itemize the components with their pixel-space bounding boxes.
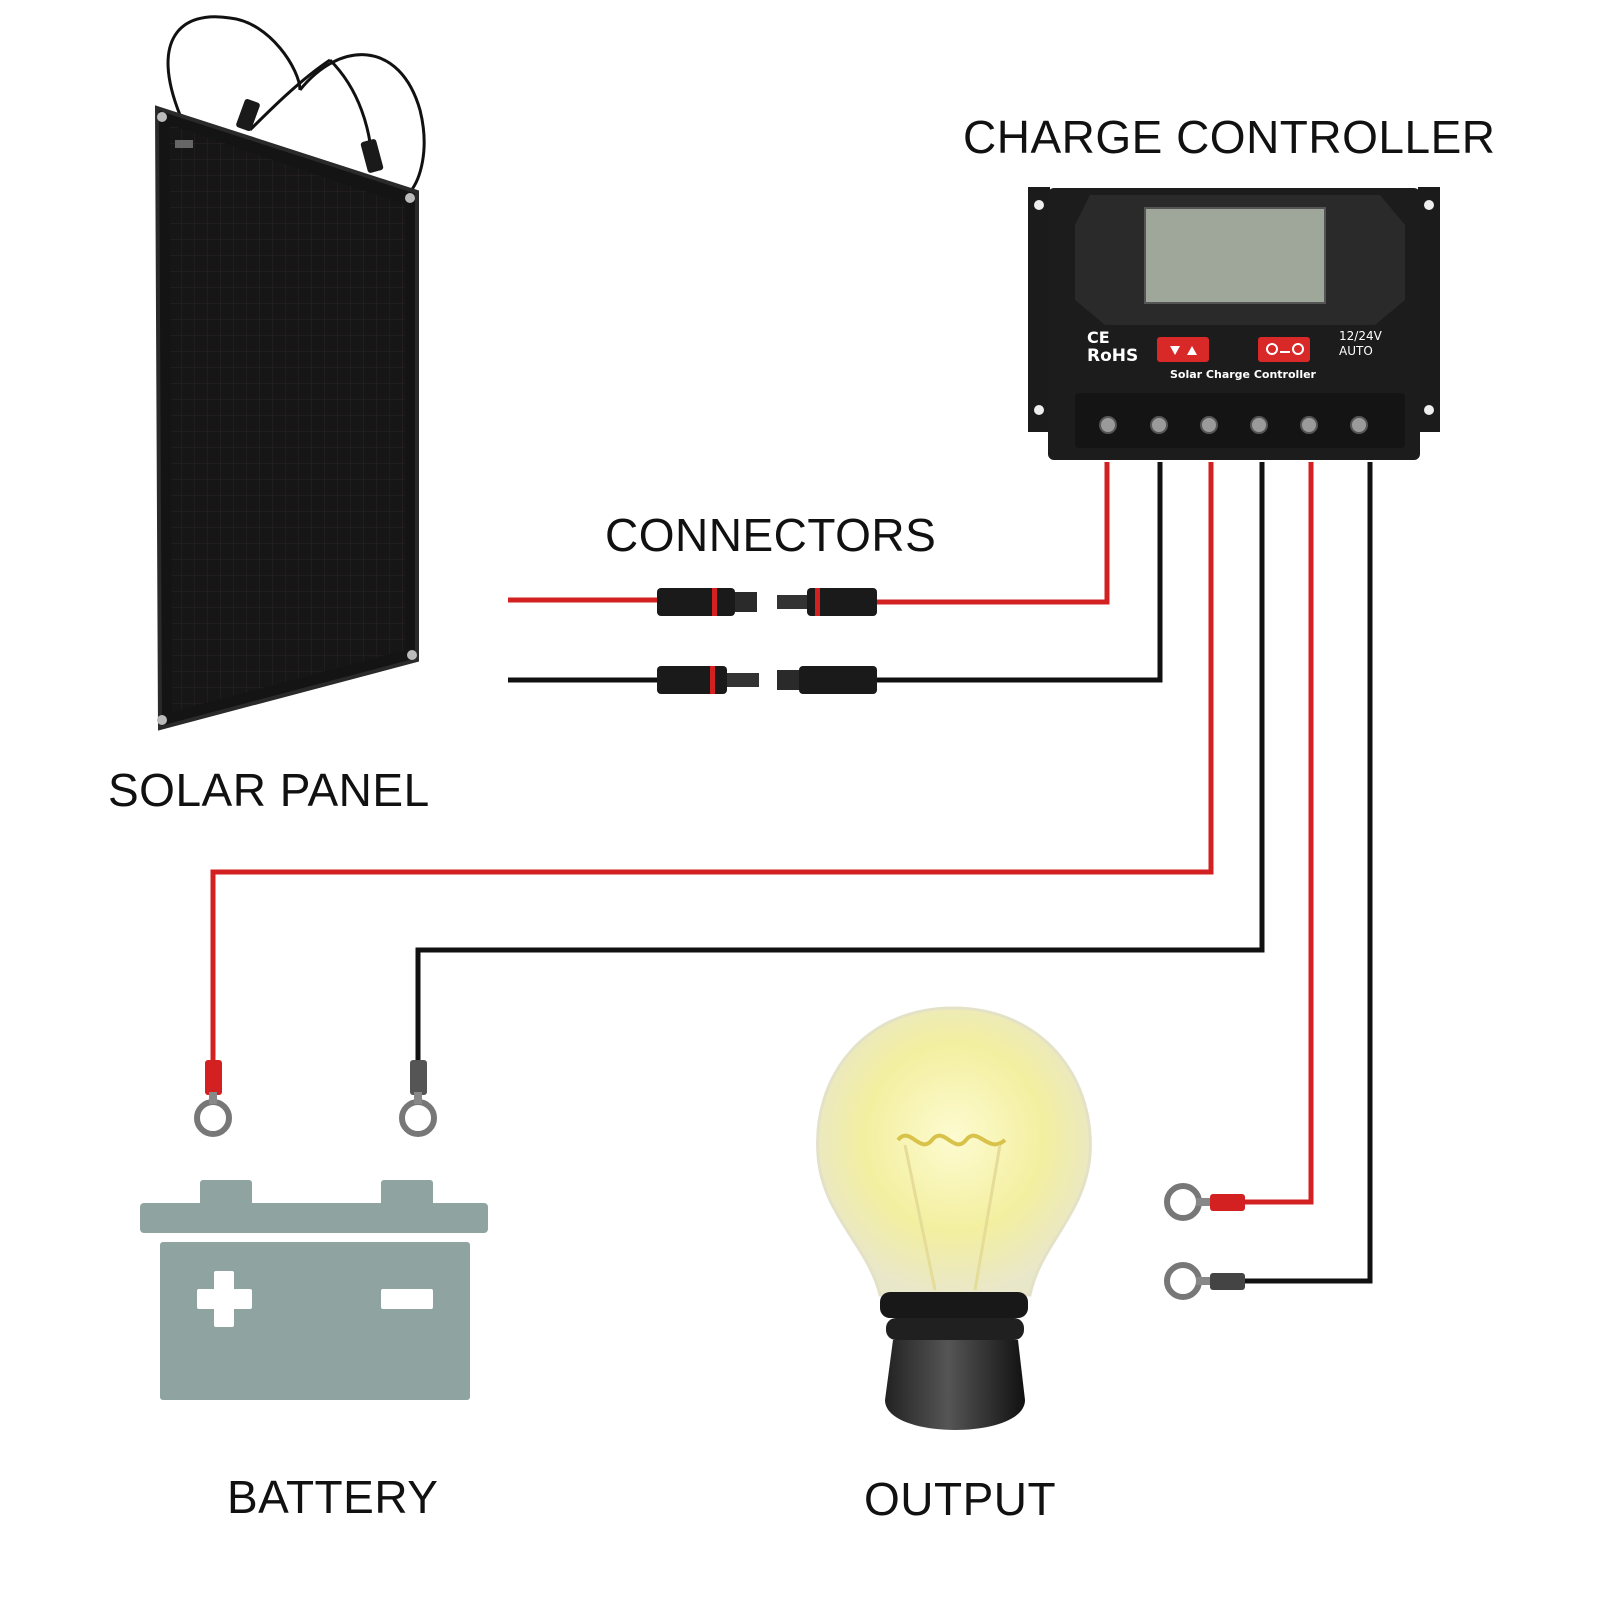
ring-terminal-icon <box>194 1060 1245 1300</box>
wires <box>210 462 1373 1284</box>
battery-positive-wire <box>210 462 1214 1060</box>
load-negative-wire <box>1245 462 1373 1284</box>
connectors-label: CONNECTORS <box>605 509 937 561</box>
battery-label: BATTERY <box>227 1471 439 1523</box>
pv-positive-wire <box>877 462 1110 605</box>
solar-panel-label: SOLAR PANEL <box>108 764 430 816</box>
battery-icon <box>140 1180 488 1400</box>
voltage-label-line1: 12/24V <box>1339 329 1383 343</box>
light-bulb-icon <box>816 1006 1092 1430</box>
ce-mark: CE <box>1087 328 1110 347</box>
output-label: OUTPUT <box>864 1473 1057 1525</box>
mc4-connector-icon <box>657 588 877 694</box>
load-positive-wire <box>1245 462 1314 1205</box>
controller-terminals <box>1099 416 1368 434</box>
charge-controller-label: CHARGE CONTROLLER <box>963 111 1496 163</box>
pv-negative-wire <box>877 462 1163 683</box>
solar-panel-icon <box>154 15 426 731</box>
battery-negative-wire <box>415 462 1265 1060</box>
voltage-label-line2: AUTO <box>1339 344 1373 358</box>
controller-product-name: Solar Charge Controller <box>1170 368 1317 381</box>
charge-controller-icon <box>1028 187 1440 460</box>
rohs-mark: RoHS <box>1087 346 1138 366</box>
